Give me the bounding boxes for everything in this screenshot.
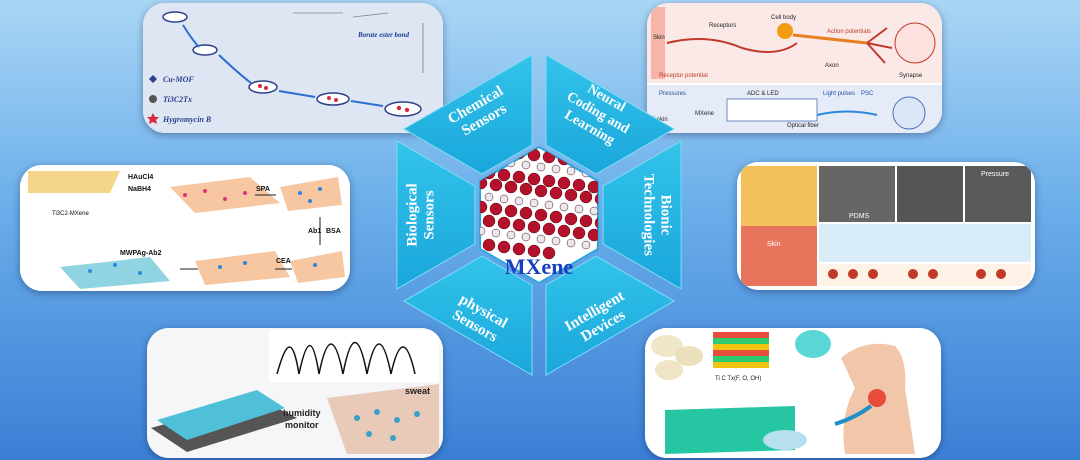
pressure-label: Pressure (981, 171, 1009, 178)
cea-label: CEA (276, 258, 291, 265)
neural-coding-illustration: Skin Receptors Cell body Action potentia… (647, 3, 942, 133)
synapse-label: Synapse (899, 73, 923, 79)
hygromycin-marker-icon (147, 113, 159, 124)
ti3c2-mxene-label: Ti3C2-MXene (52, 211, 89, 217)
bionic-technologies-panel: PDMS Pressure Skin (737, 162, 1035, 290)
sweat-label: sweat (405, 386, 430, 396)
receptor-potential-label: Receptor potential (659, 73, 708, 79)
skin-label: Skin (653, 35, 665, 41)
biological-sensors-illustration: HAuCl4 NaBH4 SPA Ti3C2-MXene Ab1 BSA CEA… (20, 165, 350, 291)
hub-segment-biological-sensors (396, 140, 476, 290)
chemical-sensors-panel: Borate ester bond Cu-MOF Ti3C2Tx Hygromy… (143, 3, 443, 133)
neural-coding-panel: Skin Receptors Cell body Action potentia… (647, 3, 942, 133)
skin-tissue-label: Skin (767, 241, 781, 248)
bsa-label: BSA (326, 228, 341, 235)
monitor-label: monitor (285, 420, 319, 430)
cell-body-label: Cell body (771, 15, 796, 21)
cu-mof-marker-icon (149, 75, 157, 83)
legend-cu-mof: Cu-MOF (163, 75, 194, 84)
hub-segment-intelligent-devices (545, 255, 676, 376)
legend-ti3c2tx: Ti3C2Tx (163, 95, 192, 104)
spa-label: SPA (256, 186, 270, 193)
hub-segments (396, 54, 682, 376)
action-potentials-label: Action potentials (827, 29, 871, 35)
hub-segment-neural-coding (545, 54, 676, 175)
biological-sensors-panel: HAuCl4 NaBH4 SPA Ti3C2-MXene Ab1 BSA CEA… (20, 165, 350, 291)
receptors-label: Receptors (709, 23, 736, 29)
borate-ester-label: Borate ester bond (357, 31, 409, 39)
nabh4-label: NaBH4 (128, 186, 151, 193)
hub-segment-bionic-technologies (602, 140, 682, 290)
mwpag-ab2-label: MWPAg-Ab2 (120, 250, 162, 257)
mxene-small-label: MXene (695, 111, 715, 117)
adc-led-label: ADC & LED (747, 91, 779, 97)
hub-segment-chemical-sensors (402, 54, 533, 175)
mxene-center-label: MXene (505, 254, 574, 279)
bionic-technologies-illustration: PDMS Pressure Skin (737, 162, 1035, 290)
atom-legend: Ti C Tx(F, O, OH) (715, 376, 761, 382)
haucl4-label: HAuCl4 (128, 174, 153, 181)
psc-label: PSC (861, 91, 874, 97)
hub-label-bionic-technologies: BionicTechnologies (641, 174, 674, 256)
optical-fiber-label: Optical fiber (787, 123, 819, 129)
ti3c2tx-marker-icon (149, 95, 157, 103)
ab1-label: Ab1 (308, 228, 321, 235)
physical-sensors-panel: humidity monitor sweat (147, 328, 443, 458)
intelligent-devices-illustration: Ti C Tx(F, O, OH) (645, 328, 941, 458)
legend-hygromycin: Hygromycin B (162, 115, 212, 124)
axon-label: Axon (825, 63, 839, 69)
physical-sensors-illustration: humidity monitor sweat (147, 328, 443, 458)
humidity-label: humidity (283, 408, 321, 418)
hub-segment-physical-sensors (402, 255, 533, 376)
pdms-label: PDMS (849, 213, 870, 220)
hub-label-biological-sensors: BiologicalSensors (405, 183, 438, 246)
pressures-label: Pressures (659, 91, 686, 97)
chemical-sensors-illustration: Borate ester bond Cu-MOF Ti3C2Tx Hygromy… (143, 3, 443, 133)
intelligent-devices-panel: Ti C Tx(F, O, OH) (645, 328, 941, 458)
light-pulses-label: Light pulses (823, 91, 855, 97)
